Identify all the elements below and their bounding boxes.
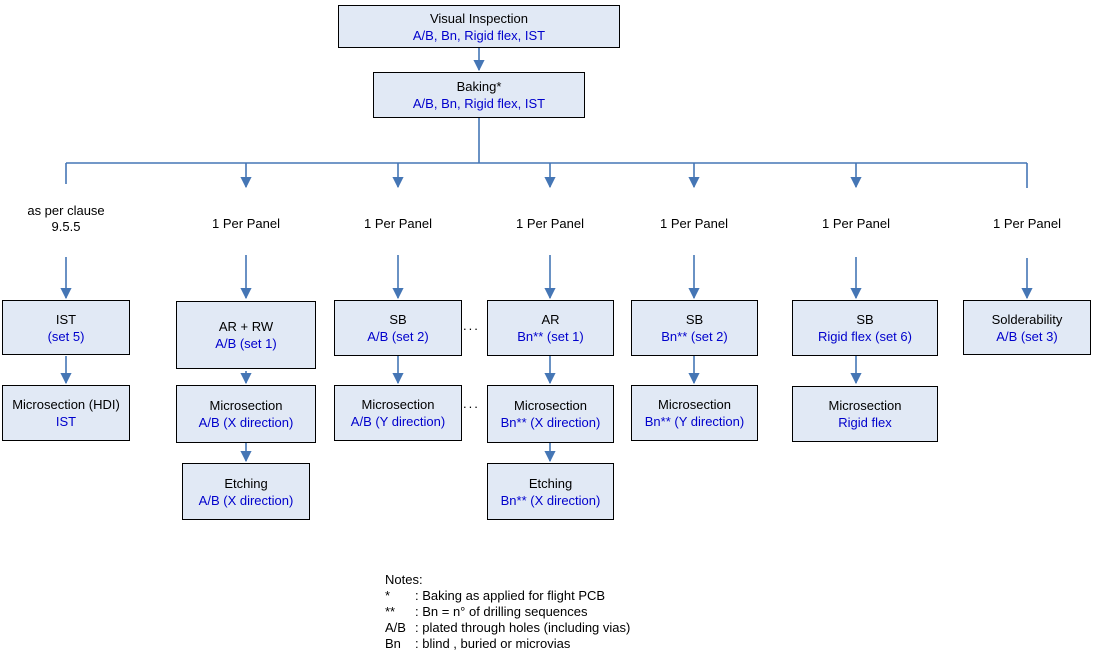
note-text: : Bn = n° of drilling sequences: [415, 604, 588, 619]
node-subtitle: A/B, Bn, Rigid flex, IST: [412, 96, 546, 111]
node-title: Baking*: [456, 79, 502, 94]
note-text: : blind , buried or microvias: [415, 636, 571, 651]
node-title: Visual Inspection: [429, 10, 529, 26]
notes-block: Notes: * : Baking as applied for flight …: [385, 572, 630, 652]
node-ist: IST (set 5): [2, 300, 130, 355]
branch-label-per-panel-3: 1 Per Panel: [516, 216, 584, 231]
note-symbol: A/B: [385, 620, 406, 635]
note-row: ** : Bn = n° of drilling sequences: [385, 604, 630, 620]
branch-label-per-panel-2: 1 Per Panel: [364, 216, 432, 231]
node-microsection-ab-x: Microsection A/B (X direction): [176, 385, 316, 443]
note-row: A/B : plated through holes (including vi…: [385, 620, 630, 636]
notes-table: * : Baking as applied for flight PCB ** …: [385, 588, 630, 652]
note-text: : Baking as applied for flight PCB: [415, 588, 606, 603]
node-subtitle: A/B, Bn, Rigid flex, IST: [412, 27, 546, 43]
node-visual-inspection: Visual Inspection A/B, Bn, Rigid flex, I…: [338, 5, 620, 48]
notes-header: Notes:: [385, 572, 423, 587]
node-etching-bn-x: Etching Bn** (X direction): [487, 463, 614, 520]
node-sb-bn: SB Bn** (set 2): [631, 300, 758, 356]
branch-label-clause: as per clause 9.5.5: [27, 203, 105, 234]
note-symbol: Bn: [385, 636, 401, 651]
node-sb-rigid-flex: SB Rigid flex (set 6): [792, 300, 938, 356]
node-microsection-bn-y: Microsection Bn** (Y direction): [631, 385, 758, 441]
node-etching-ab-x: Etching A/B (X direction): [182, 463, 310, 520]
node-sb-ab: SB A/B (set 2): [334, 300, 462, 356]
note-symbol: **: [385, 604, 396, 619]
note-row: Bn : blind , buried or microvias: [385, 636, 630, 652]
node-microsection-bn-x: Microsection Bn** (X direction): [487, 385, 614, 443]
node-microsection-hdi: Microsection (HDI) IST: [2, 385, 130, 441]
note-row: * : Baking as applied for flight PCB: [385, 588, 630, 604]
node-solderability: Solderability A/B (set 3): [963, 300, 1091, 355]
node-ar-bn: AR Bn** (set 1): [487, 300, 614, 356]
ellipsis-row1: ...: [463, 318, 480, 333]
ellipsis-row2: ...: [463, 396, 480, 411]
node-microsection-rigid-flex: Microsection Rigid flex: [792, 386, 938, 442]
branch-label-per-panel-1: 1 Per Panel: [212, 216, 280, 231]
note-symbol: *: [385, 588, 391, 603]
node-ar-rw: AR + RW A/B (set 1): [176, 301, 316, 369]
node-microsection-ab-y: Microsection A/B (Y direction): [334, 385, 462, 441]
branch-label-per-panel-6: 1 Per Panel: [993, 216, 1061, 231]
branch-label-per-panel-4: 1 Per Panel: [660, 216, 728, 231]
note-text: : plated through holes (including vias): [415, 620, 631, 635]
branch-label-per-panel-5: 1 Per Panel: [822, 216, 890, 231]
node-baking: Baking* A/B, Bn, Rigid flex, IST: [373, 72, 585, 118]
